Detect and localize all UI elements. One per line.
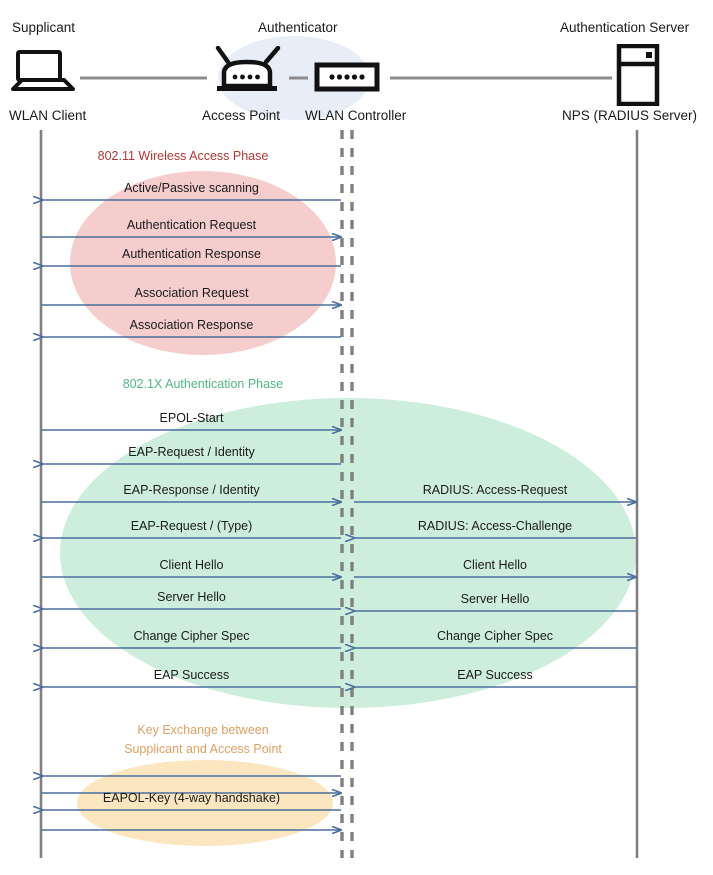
message-right-label: RADIUS: Access-Request <box>422 483 568 497</box>
phase-label-80211: 802.11 Wireless Access Phase <box>97 149 269 163</box>
phase-80211-blob <box>70 171 336 355</box>
laptop-icon <box>10 48 76 101</box>
message-left-label: Server Hello <box>157 590 226 604</box>
message-left-label: EPOL-Start <box>159 411 224 425</box>
message-left-label: Authentication Response <box>122 247 261 261</box>
message-right-label: Server Hello <box>460 592 530 606</box>
arrows-supplicant-to-authenticator <box>42 200 341 830</box>
message-left-label: EAP-Request / Identity <box>128 445 255 459</box>
message-left-label: Association Request <box>134 286 249 300</box>
phase-label-key-exchange: Key Exchange between Supplicant and Acce… <box>88 721 318 759</box>
message-right-label: EAP Success <box>457 668 533 682</box>
message-left-label: EAP Success <box>153 668 230 682</box>
phase-label-key-exchange-line2: Supplicant and Access Point <box>124 742 282 756</box>
role-caption-nps-radius-server: NPS (RADIUS Server) <box>562 108 698 123</box>
message-left-label: Change Cipher Spec <box>133 629 250 643</box>
message-left-label: Authentication Request <box>126 218 257 232</box>
message-right-label: Client Hello <box>463 558 527 572</box>
role-caption-wlan-controller: WLAN Controller <box>305 108 407 123</box>
phase-8021x-blob <box>60 398 636 708</box>
phase-label-8021x: 802.1X Authentication Phase <box>122 377 284 391</box>
wlan-controller-icon <box>314 62 380 97</box>
message-left-label: EAP-Response / Identity <box>123 483 260 497</box>
access-point-icon <box>208 45 288 103</box>
message-left-label: EAPOL-Key (4-way handshake) <box>102 791 281 805</box>
role-title-authentication-server: Authentication Server <box>560 20 690 35</box>
server-icon <box>615 43 661 111</box>
message-right-label: RADIUS: Access-Challenge <box>417 519 573 533</box>
message-left-label: Client Hello <box>159 558 224 572</box>
role-caption-wlan-client: WLAN Client <box>9 108 87 123</box>
role-caption-access-point: Access Point <box>202 108 281 123</box>
phase-label-key-exchange-line1: Key Exchange between <box>137 723 269 737</box>
phase-key-exchange-blob <box>77 760 333 846</box>
message-left-label: EAP-Request / (Type) <box>130 519 253 533</box>
message-left-label: Association Response <box>129 318 254 332</box>
message-left-label: Active/Passive scanning <box>124 181 259 195</box>
message-right-label: Change Cipher Spec <box>436 629 554 643</box>
role-title-authenticator: Authenticator <box>258 20 338 35</box>
arrows-authenticator-to-server <box>354 502 636 687</box>
role-title-supplicant: Supplicant <box>12 20 76 35</box>
